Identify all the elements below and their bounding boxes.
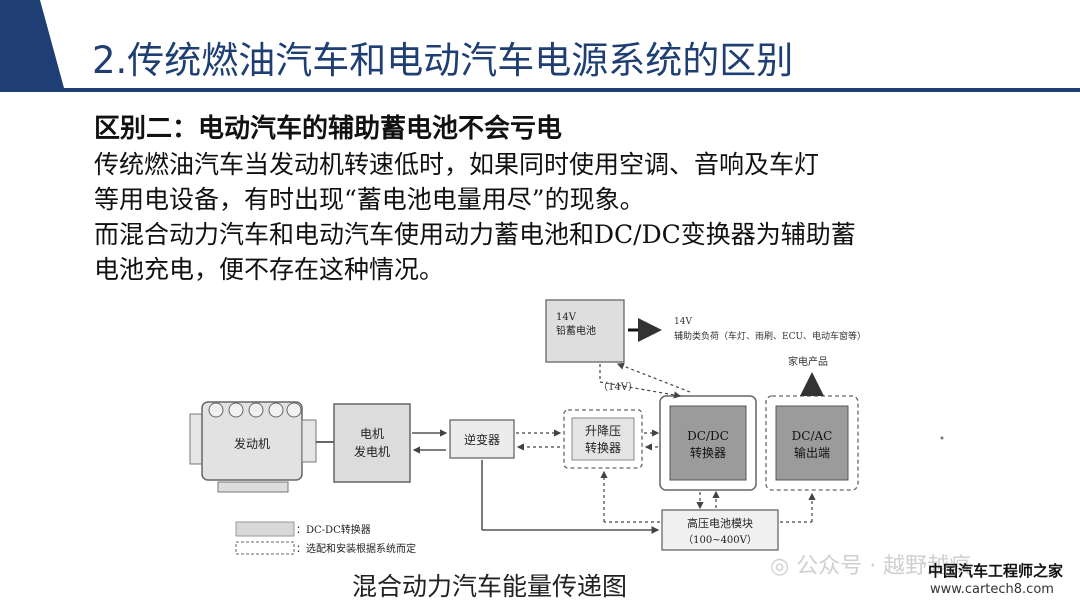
dcdc-label: DC/DC — [687, 429, 729, 443]
energy-flow-diagram: 发动机 电机 发电机 逆变器 升降压 转换器 DC/DC 转换器 DC/AC — [189, 299, 944, 555]
wechat-icon: ◎ — [770, 554, 790, 579]
legend-solid-label: ：DC-DC转换器 — [296, 523, 371, 536]
engine-label: 发动机 — [234, 436, 270, 451]
lead-battery-block: 14V 铅蓄电池 — [545, 299, 625, 363]
paragraph-line: 而混合动力汽车和电动汽车使用动力蓄电池和DC/DC变换器为辅助蓄 — [94, 220, 856, 249]
voltage-14v-label: （14V） — [598, 381, 638, 393]
dcdc-converter-block: DC/DC 转换器 — [659, 395, 757, 491]
wechat-account-label: 公众号 · 越野越疯 — [796, 554, 972, 579]
hv-voltage-label: （100~400V） — [683, 534, 757, 546]
hv-battery-label: 高压电池模块 — [687, 516, 753, 530]
header-divider — [0, 88, 1080, 92]
auxiliary-load-label: 辅助类负荷（车灯、雨刷、ECU、电动车窗等） — [674, 330, 866, 342]
inverter-block: 逆变器 — [449, 419, 515, 459]
inverter-label: 逆变器 — [464, 432, 500, 447]
paragraph-line: 等用电设备，有时出现“蓄电池电量用尽”的现象。 — [94, 185, 645, 214]
motor-generator-block: 电机 发电机 — [333, 403, 411, 483]
appliance-label: 家电产品 — [788, 355, 828, 368]
diagram-caption: 混合动力汽车能量传递图 — [352, 572, 628, 601]
dcdc-converter-label: 转换器 — [690, 445, 726, 460]
dcac-label: DC/AC — [792, 429, 833, 443]
engine-block: 发动机 — [189, 401, 317, 493]
paragraph-line: 传统燃油汽车当发动机转速低时，如果同时使用空调、音响及车灯 — [94, 150, 820, 179]
converter-label: 转换器 — [585, 440, 621, 455]
boost-converter-block: 升降压 转换器 — [563, 409, 643, 469]
motor-label: 电机 — [360, 427, 384, 441]
brand-url: www.cartech8.com — [930, 582, 1054, 597]
brand-name: 中国汽车工程师之家 — [928, 562, 1064, 580]
paragraph-line: 电池充电，便不存在这种情况。 — [94, 255, 445, 284]
page-title: 2.传统燃油汽车和电动汽车电源系统的区别 — [92, 39, 794, 82]
wechat-watermark: ◎ 公众号 · 越野越疯 — [770, 548, 971, 580]
generator-label: 发电机 — [354, 444, 390, 459]
dcac-output-block: DC/AC 输出端 — [765, 395, 859, 491]
header-accent-shape — [0, 0, 64, 88]
load-voltage-label: 14V — [674, 317, 692, 327]
slide-header: 2.传统燃油汽车和电动汽车电源系统的区别 — [0, 0, 1080, 92]
section-heading: 区别二：电动汽车的辅助蓄电池不会亏电 — [94, 114, 563, 144]
hv-battery-block: 高压电池模块 （100~400V） — [661, 509, 779, 551]
body-text: 区别二：电动汽车的辅助蓄电池不会亏电 传统燃油汽车当发动机转速低时，如果同时使用… — [94, 112, 994, 287]
battery-type-label: 铅蓄电池 — [556, 324, 596, 337]
dcac-output-label: 输出端 — [794, 445, 830, 460]
battery-voltage-label: 14V — [556, 312, 577, 323]
diagram-legend: ：DC-DC转换器 ：选配和安装根据系统而定 — [235, 521, 416, 555]
legend-dashed-label: ：选配和安装根据系统而定 — [296, 542, 416, 555]
boost-label: 升降压 — [585, 424, 621, 438]
